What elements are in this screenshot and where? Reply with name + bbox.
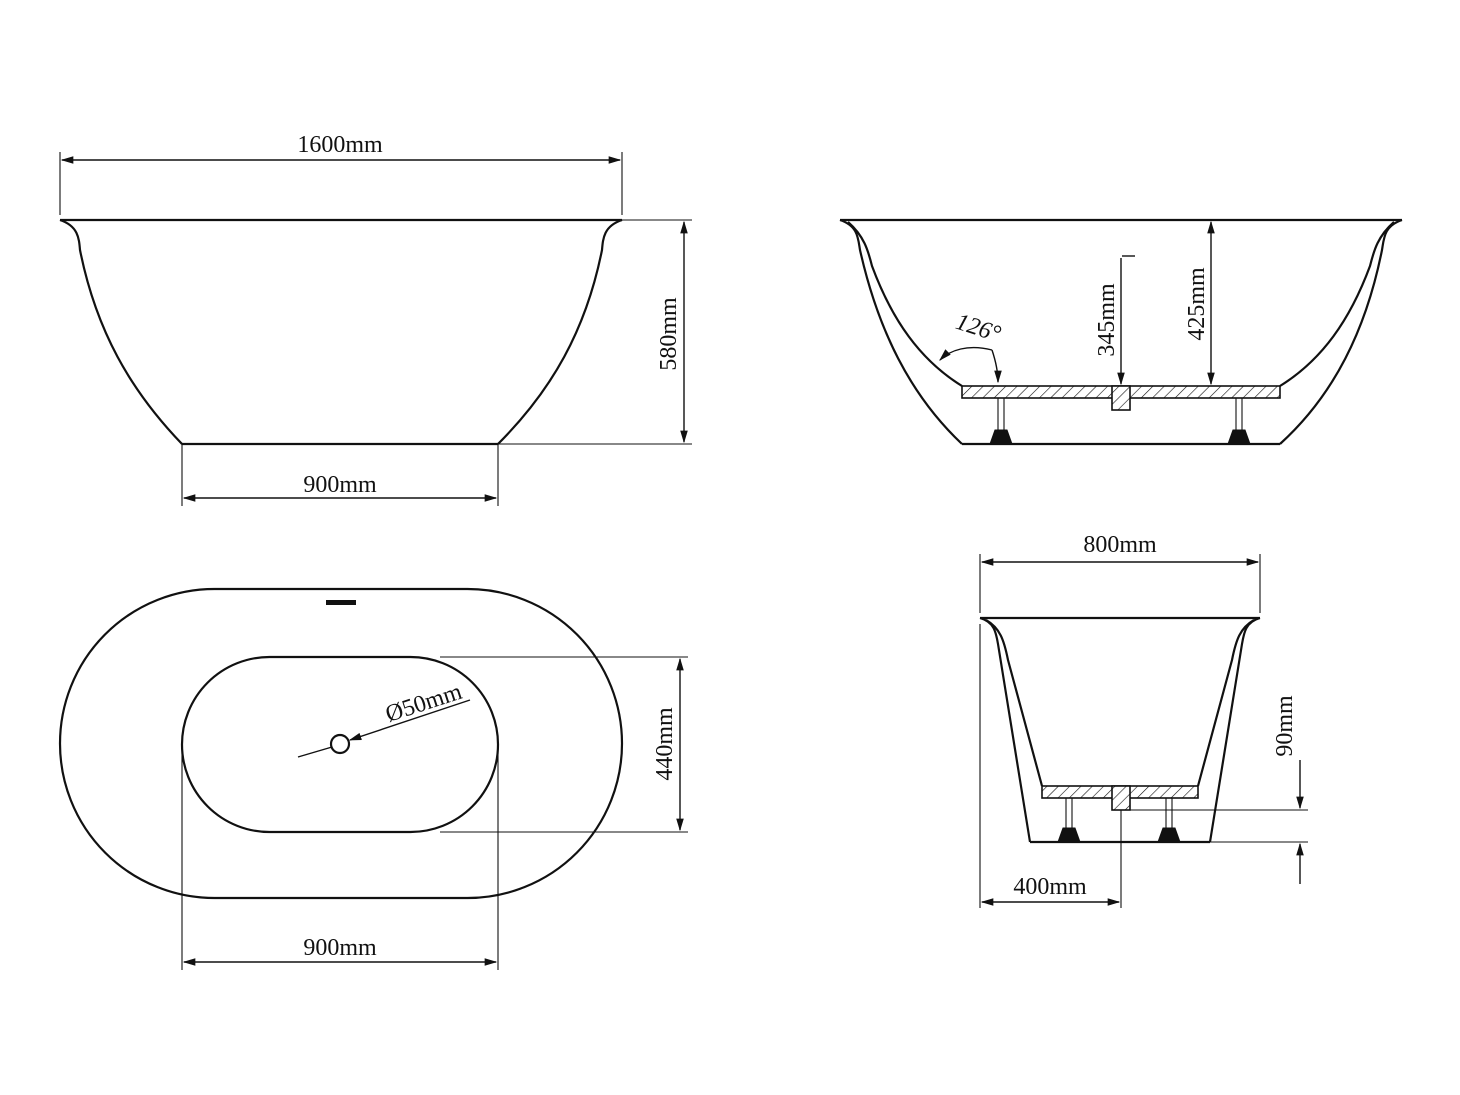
side-section-view: 800mm 90mm 400mm <box>979 532 1308 908</box>
label-angle: 126° <box>952 309 1004 348</box>
label-inner-length: 900mm <box>303 935 377 961</box>
label-base-width: 900mm <box>303 472 377 498</box>
side-foot-left <box>1057 798 1081 843</box>
front-elevation-view: 1600mm 580mm 900mm <box>59 132 692 506</box>
label-top-width: 1600mm <box>297 132 383 158</box>
section-foot-left <box>989 398 1013 445</box>
label-height: 580mm <box>656 297 682 371</box>
front-right-wall <box>497 218 623 445</box>
section-outer-right-wall <box>1279 218 1403 445</box>
label-inner-depth: 425mm <box>1184 267 1210 341</box>
section-inner-left-wall <box>847 221 963 387</box>
section-view: 345mm 425mm 126° <box>839 218 1403 446</box>
section-outer-left-wall <box>839 218 963 445</box>
label-leg-height: 90mm <box>1272 695 1298 757</box>
overflow-slot <box>326 600 356 605</box>
label-inner-width: 440mm <box>652 707 678 781</box>
section-drain <box>1111 385 1131 411</box>
label-drain-offset: 400mm <box>1013 874 1087 900</box>
side-drain <box>1111 785 1131 811</box>
angle-arc <box>939 346 993 361</box>
front-left-wall <box>59 218 183 445</box>
label-side-width: 800mm <box>1083 532 1157 558</box>
side-outer-right-wall <box>1208 616 1261 843</box>
top-outer-outline <box>58 587 624 900</box>
section-inner-right-wall <box>1279 221 1395 387</box>
label-drain-diameter: Ø50mm <box>382 679 465 728</box>
side-inner-left-wall <box>985 619 1044 787</box>
drain-circle <box>329 733 351 755</box>
top-plan-view: Ø50mm 440mm 900mm <box>58 587 688 970</box>
leader-drain-diameter <box>348 699 471 741</box>
section-foot-right <box>1227 398 1251 445</box>
side-outer-left-wall <box>979 616 1032 843</box>
side-inner-right-wall <box>1196 619 1255 787</box>
side-foot-right <box>1157 798 1181 843</box>
label-drain-height: 345mm <box>1094 283 1120 357</box>
